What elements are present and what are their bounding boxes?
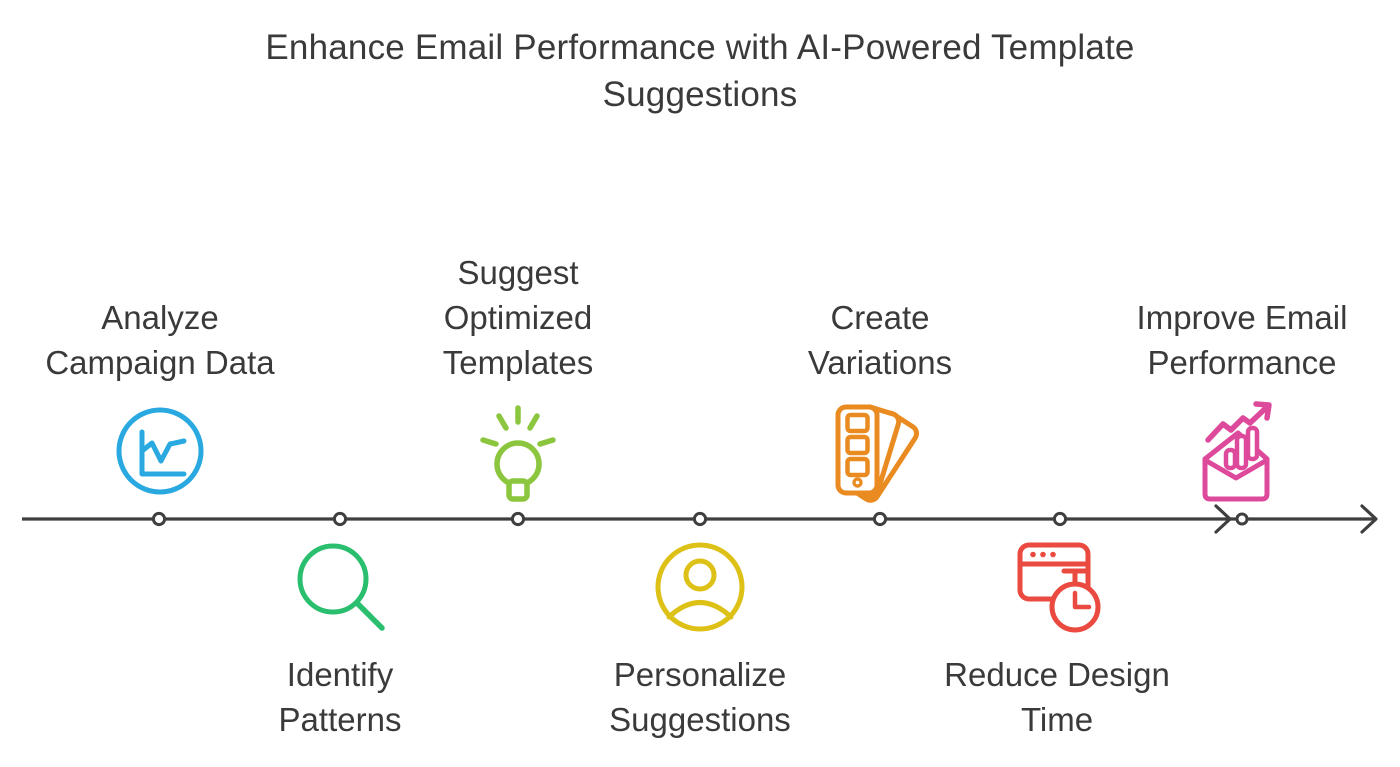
magnifier-strokes <box>297 543 385 631</box>
envelope-chart-icon <box>1202 401 1272 502</box>
envelope-bars <box>1223 425 1260 471</box>
step-label-personalize-suggestions: Personalize Suggestions <box>609 656 791 738</box>
timeline-node <box>692 511 708 527</box>
timeline-nodes <box>151 511 1249 527</box>
person-circle-icon <box>655 542 745 632</box>
lightbulb-icon <box>480 405 556 502</box>
step-label-analyze-campaign-data: Analyze Campaign Data <box>45 299 275 381</box>
page-title: Enhance Email Performance with AI-Powere… <box>265 28 1135 114</box>
step-label-suggest-optimized-templates: Suggest Optimized Templates <box>442 254 594 381</box>
timeline-node <box>1052 511 1068 527</box>
timeline-axis <box>22 504 1378 534</box>
browser-timer-strokes <box>1017 542 1101 633</box>
envelope-chart-strokes <box>1202 401 1272 502</box>
browser-dots <box>1030 551 1056 558</box>
line-chart-circle-strokes <box>116 407 204 495</box>
timeline-node <box>332 511 348 527</box>
color-swatches-icon <box>835 404 920 503</box>
step-label-create-variations: Create Variations <box>807 299 953 381</box>
timeline-node <box>510 511 526 527</box>
magnifier-icon <box>297 543 385 631</box>
step-label-improve-email-performance: Improve Email Performance <box>1136 299 1348 381</box>
swatch-slots <box>845 412 870 478</box>
timeline-end-arrow-icon <box>1360 504 1378 534</box>
timeline-mid-arrow-icon <box>1214 504 1232 534</box>
timeline-node <box>872 511 888 527</box>
timeline-group <box>22 504 1378 534</box>
timeline-node <box>1235 512 1249 526</box>
line-chart-circle-icon <box>116 407 204 495</box>
color-swatches-strokes <box>835 404 920 503</box>
person-circle-strokes <box>655 542 745 632</box>
timeline-node <box>151 511 167 527</box>
lightbulb-strokes <box>480 405 556 502</box>
step-label-identify-patterns: Identify Patterns <box>278 656 402 738</box>
step-label-reduce-design-time: Reduce Design Time <box>944 656 1170 738</box>
browser-timer-icon <box>1017 542 1101 633</box>
